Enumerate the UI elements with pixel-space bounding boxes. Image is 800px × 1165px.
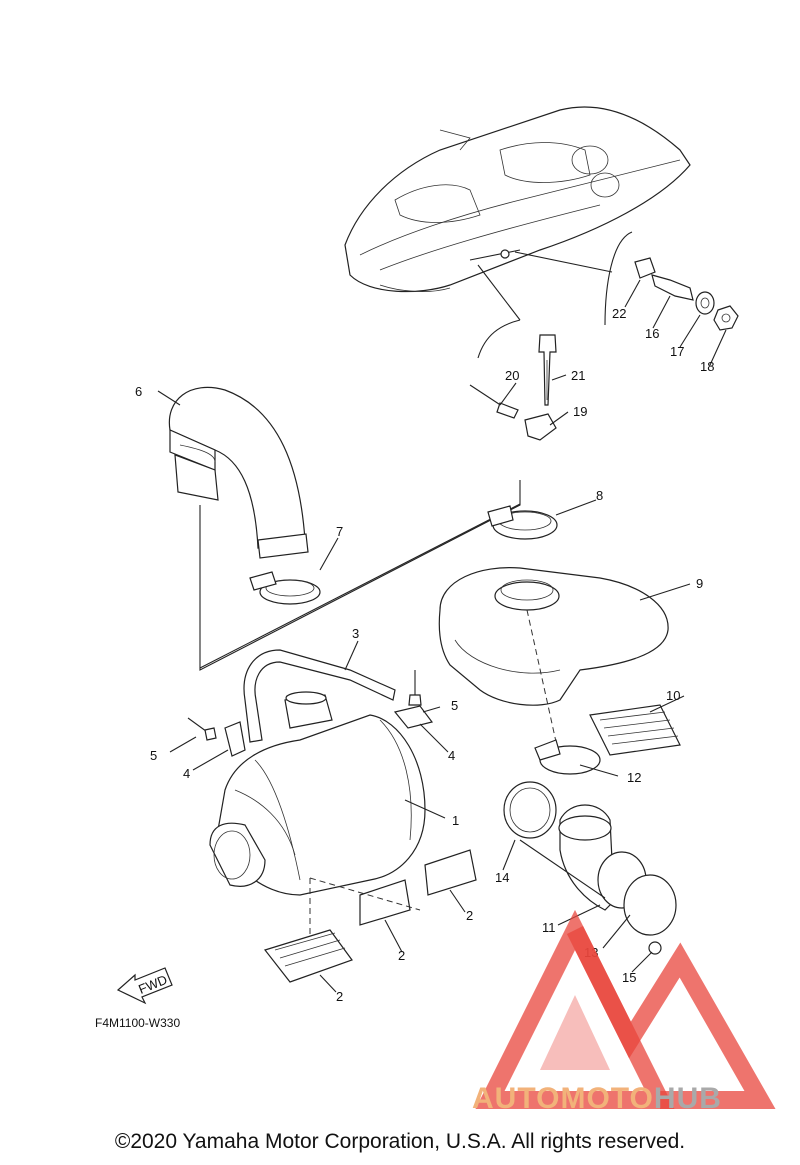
callout-12: 12 xyxy=(627,770,641,785)
callout-7: 7 xyxy=(336,524,343,539)
callout-10: 10 xyxy=(666,688,680,703)
copyright-notice: ©2020 Yamaha Motor Corporation, U.S.A. A… xyxy=(114,1130,686,1153)
callout-leaders xyxy=(157,279,727,993)
callout-5-b: 5 xyxy=(150,748,157,763)
wordmark-part1: AUTOMOTO xyxy=(472,1082,654,1115)
callout-2-b: 2 xyxy=(398,948,405,963)
callout-4-b: 4 xyxy=(183,766,190,781)
automotohub-wordmark: AUTOMOTOHUB xyxy=(472,1082,722,1116)
clip-rivet-tie-parts xyxy=(469,334,557,441)
outlet-assembly xyxy=(503,739,677,955)
callout-4-a: 4 xyxy=(448,748,455,763)
callout-15: 15 xyxy=(622,970,636,985)
callout-8: 8 xyxy=(596,488,603,503)
callout-19: 19 xyxy=(573,404,587,419)
diagram-reference-code: F4M1100-W330 xyxy=(95,1016,181,1030)
wordmark-part2: HUB xyxy=(653,1082,722,1115)
hose-clamp-7 xyxy=(249,571,321,605)
watercraft-illustration xyxy=(344,106,691,293)
callout-16: 16 xyxy=(645,326,659,341)
callout-20: 20 xyxy=(505,368,519,383)
foam-pads-2 xyxy=(263,849,477,983)
retaining-strap xyxy=(243,649,396,743)
forward-direction-arrow: FWD xyxy=(116,967,173,1005)
callout-14: 14 xyxy=(495,870,509,885)
drain-fitting-parts xyxy=(634,257,739,331)
brackets-screws xyxy=(187,670,434,757)
callout-11: 11 xyxy=(542,920,556,935)
callout-22: 22 xyxy=(612,306,626,321)
callout-numbers: 1 2 2 2 3 4 4 5 5 6 7 8 9 10 11 12 13 14… xyxy=(135,306,714,1004)
callout-3: 3 xyxy=(352,626,359,641)
callout-9: 9 xyxy=(696,576,703,591)
callout-1: 1 xyxy=(452,813,459,828)
resonator-tank xyxy=(438,567,669,761)
callout-17: 17 xyxy=(670,344,684,359)
callout-18: 18 xyxy=(700,359,714,374)
intake-elbow-hose xyxy=(168,386,309,559)
air-box-1 xyxy=(209,691,426,896)
callout-6: 6 xyxy=(135,384,142,399)
callout-5-a: 5 xyxy=(451,698,458,713)
callout-2-c: 2 xyxy=(336,989,343,1004)
rubber-mat-10 xyxy=(589,704,681,756)
automotohub-logo xyxy=(475,909,776,1109)
callout-2-a: 2 xyxy=(466,908,473,923)
callout-21: 21 xyxy=(571,368,585,383)
hose-clamp-8 xyxy=(487,505,558,540)
